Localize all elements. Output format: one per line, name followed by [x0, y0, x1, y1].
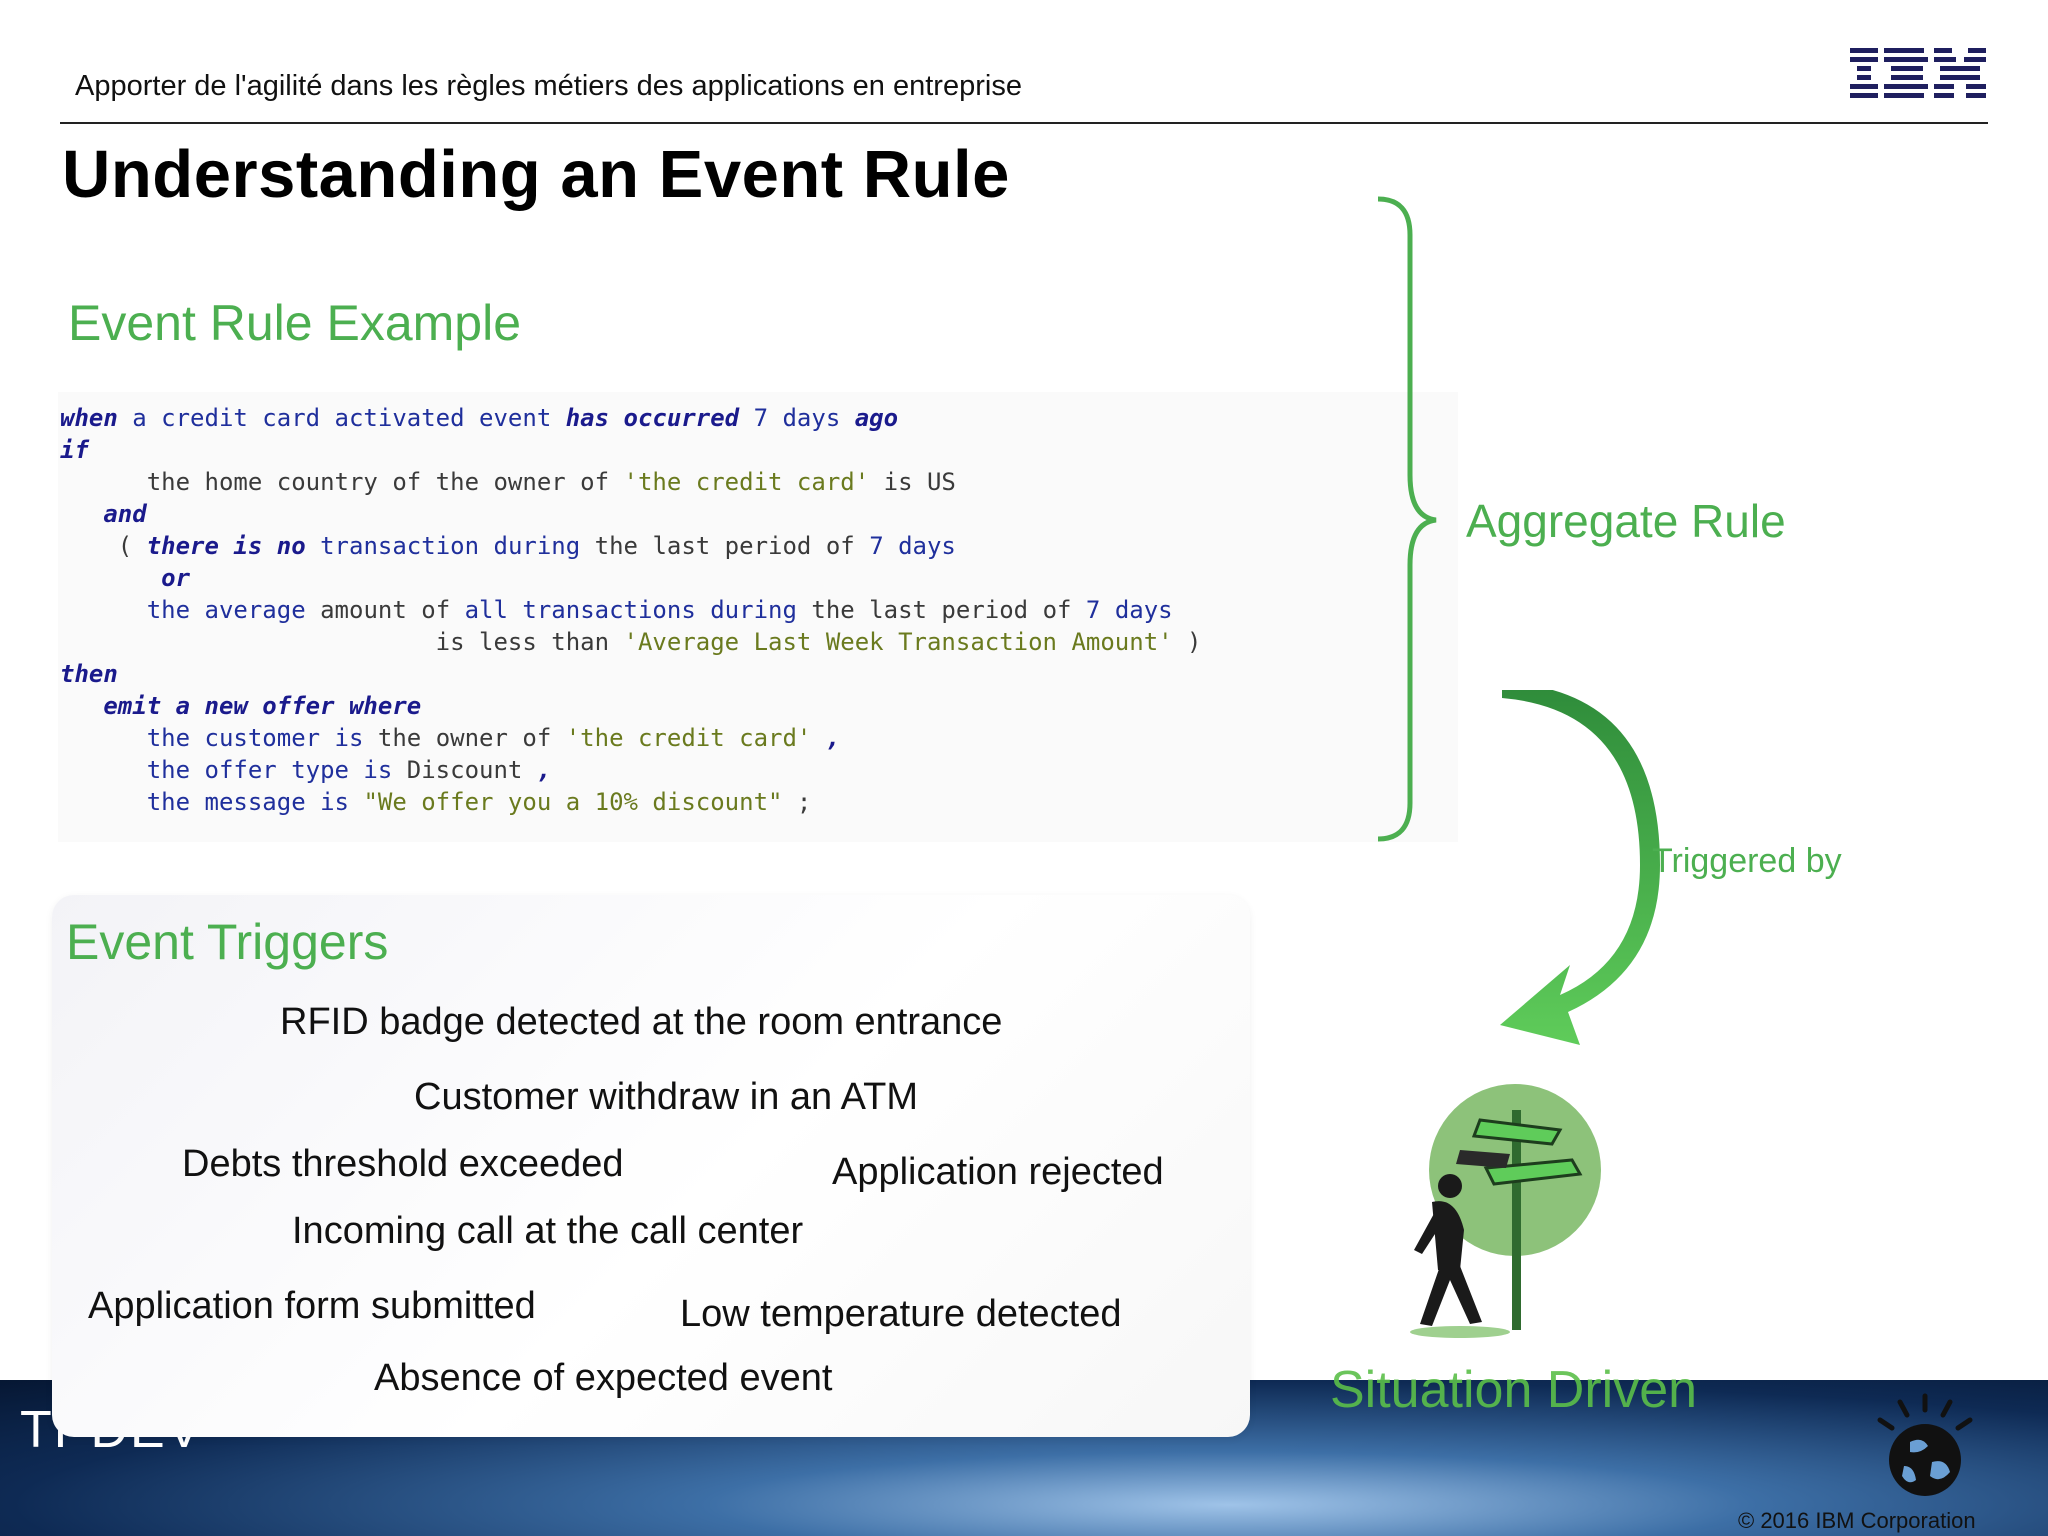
code-line: the average amount of all transactions d…: [60, 594, 1173, 626]
code-token: if: [60, 436, 89, 464]
trigger-item: Low temperature detected: [680, 1293, 1122, 1335]
header-divider: [60, 122, 1988, 124]
code-line: or: [60, 562, 190, 594]
code-token: amount of: [320, 596, 465, 624]
trigger-item: Customer withdraw in an ATM: [414, 1076, 919, 1118]
trigger-item: Application rejected: [832, 1151, 1164, 1193]
ibm-logo: [1850, 46, 1986, 107]
situation-driven-label: Situation Driven: [1330, 1361, 1698, 1419]
code-line: and: [60, 498, 147, 530]
header-subtitle: Apporter de l'agilité dans les règles mé…: [75, 70, 1022, 102]
code-line: the message is "We offer you a 10% disco…: [60, 786, 812, 818]
trigger-item: Absence of expected event: [374, 1357, 833, 1399]
code-line: the offer type is Discount ,: [60, 754, 552, 786]
code-token: or: [60, 564, 191, 592]
code-token: then: [60, 660, 118, 688]
code-line: is less than 'Average Last Week Transact…: [60, 626, 1202, 658]
code-token: emit a new offer where: [60, 692, 422, 720]
code-token: ;: [782, 788, 812, 816]
code-token: the last period of: [811, 596, 1086, 624]
code-token: is US: [869, 468, 956, 496]
code-token: the last period of: [594, 532, 870, 560]
code-token: ,: [811, 724, 841, 752]
triggered-by-label: Triggered by: [1652, 842, 1842, 880]
globe-logo-icon: [1870, 1392, 1980, 1507]
code-token: ): [1172, 628, 1202, 656]
code-token: the message is: [60, 788, 364, 816]
code-token: a credit card activated event: [117, 404, 566, 432]
code-token: "We offer you a 10% discount": [363, 788, 783, 816]
code-token: the offer type is: [60, 756, 407, 784]
trigger-item: RFID badge detected at the room entrance: [280, 1001, 1003, 1043]
trigger-item: Incoming call at the call center: [292, 1210, 804, 1252]
event-triggers-panel: Event Triggers RFID badge detected at th…: [52, 895, 1250, 1437]
code-token: ago: [854, 404, 899, 432]
code-token: Discount: [406, 756, 523, 784]
code-token: 7 days: [739, 404, 855, 432]
triggers-heading: Event Triggers: [66, 914, 389, 970]
code-token: 7 days: [1085, 596, 1173, 624]
code-token: all transactions during: [464, 596, 812, 624]
code-line: ( there is no transaction during the las…: [60, 530, 956, 562]
signpost-figure-icon: [1390, 1080, 1620, 1345]
code-token: 7 days: [869, 532, 956, 560]
code-token: (: [60, 532, 147, 560]
code-line: the home country of the owner of 'the cr…: [60, 466, 956, 498]
code-token: and: [60, 500, 147, 528]
code-token: 'Average Last Week Transaction Amount': [623, 628, 1173, 656]
example-heading: Event Rule Example: [68, 295, 522, 351]
code-token: transaction during: [305, 532, 595, 560]
code-line: the customer is the owner of 'the credit…: [60, 722, 841, 754]
code-line: if: [60, 434, 89, 466]
code-token: the customer is: [60, 724, 378, 752]
code-token: has occurred: [565, 404, 740, 432]
copyright-text: © 2016 IBM Corporation: [1738, 1508, 1976, 1533]
curved-arrow-icon: [1490, 682, 1670, 1055]
code-token: 'the credit card': [565, 724, 812, 752]
page-title: Understanding an Event Rule: [62, 137, 1010, 212]
code-token: the average: [60, 596, 321, 624]
code-line: emit a new offer where: [60, 690, 421, 722]
code-token: the home country of the owner of: [60, 468, 624, 496]
code-token: ,: [522, 756, 552, 784]
code-token: 'the credit card': [623, 468, 870, 496]
curly-brace-icon: [1370, 195, 1450, 850]
code-token: when: [60, 404, 118, 432]
aggregate-rule-label: Aggregate Rule: [1466, 495, 1786, 547]
code-block: when a credit card activated event has o…: [58, 392, 1458, 842]
code-token: the owner of: [377, 724, 566, 752]
trigger-item: Debts threshold exceeded: [182, 1143, 624, 1185]
trigger-item: Application form submitted: [88, 1285, 536, 1327]
code-line: when a credit card activated event has o…: [60, 402, 898, 434]
code-token: there is no: [146, 532, 306, 560]
code-token: is less than: [60, 628, 624, 656]
code-line: then: [60, 658, 118, 690]
